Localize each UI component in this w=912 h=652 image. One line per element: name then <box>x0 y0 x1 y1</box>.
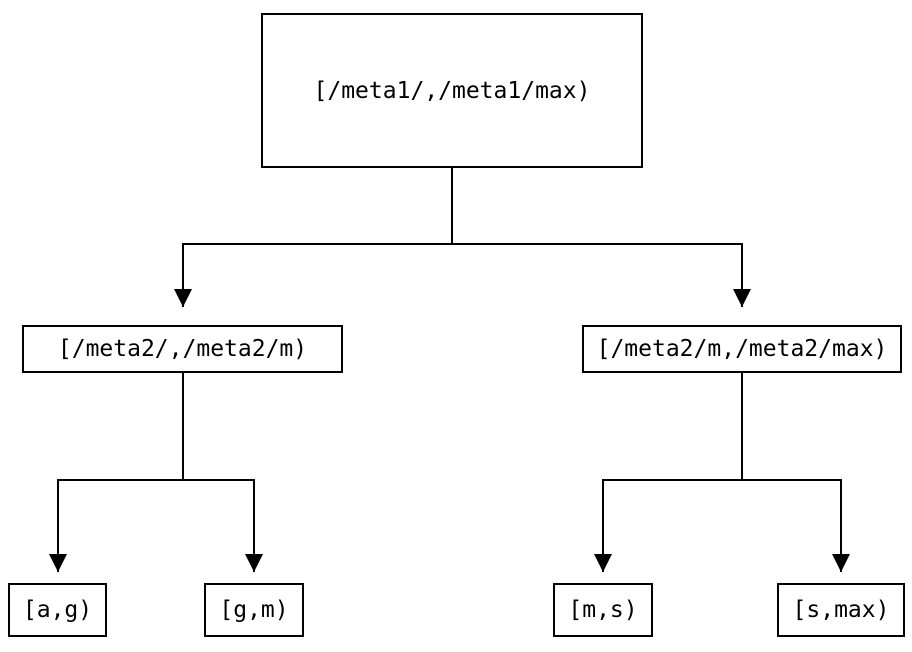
tree-node-leaf-gm-label: [g,m) <box>219 597 289 623</box>
tree-node-level2-right-label: [/meta2/m,/meta2/max) <box>596 336 888 362</box>
tree-node-root-label: [/meta1/,/meta1/max) <box>313 77 591 104</box>
tree-node-leaf-ag-label: [a,g) <box>22 597 93 623</box>
tree-node-level2-left-label: [/meta2/,/meta2/m) <box>57 336 308 362</box>
edge-left-to-leaf-gm <box>182 373 263 572</box>
edge-right-to-leaf-ms <box>594 373 743 572</box>
edge-root-to-left <box>174 168 453 307</box>
edge-right-to-leaf-smax <box>741 373 850 572</box>
tree-node-level2-left: [/meta2/,/meta2/m) <box>22 325 343 373</box>
tree-node-leaf-smax: [s,max) <box>777 583 905 637</box>
tree-node-leaf-ms-label: [m,s) <box>568 597 638 623</box>
tree-node-leaf-gm: [g,m) <box>204 583 304 637</box>
edge-root-to-right <box>451 168 751 307</box>
edge-left-to-leaf-ag <box>49 373 184 572</box>
tree-node-leaf-ag: [a,g) <box>8 583 107 637</box>
tree-node-level2-right: [/meta2/m,/meta2/max) <box>582 325 902 373</box>
tree-node-root: [/meta1/,/meta1/max) <box>261 13 643 168</box>
tree-node-leaf-smax-label: [s,max) <box>792 597 890 623</box>
tree-node-leaf-ms: [m,s) <box>553 583 653 637</box>
